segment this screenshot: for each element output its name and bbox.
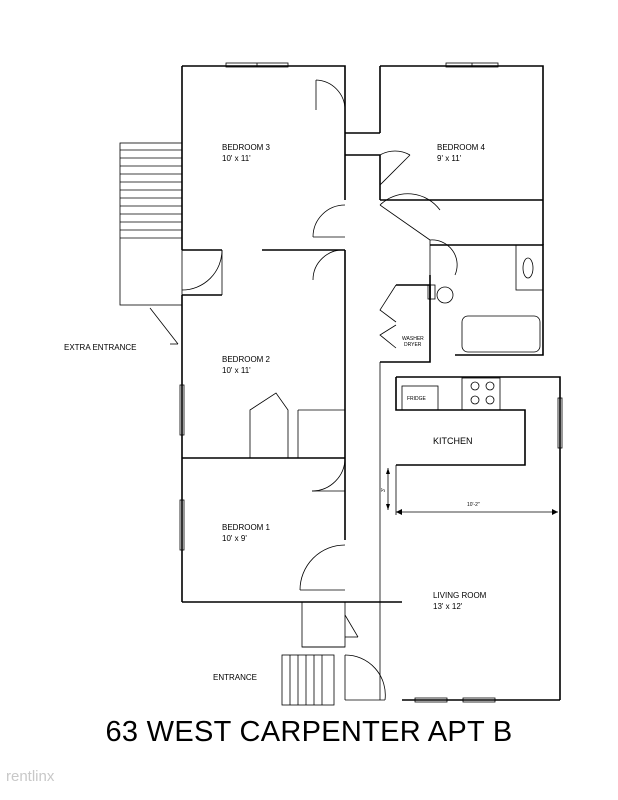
depth-dimension: 3'	[381, 488, 387, 492]
bedroom-1-walls	[179, 457, 402, 603]
front-entrance	[281, 601, 386, 706]
bedroom-2-size: 10' x 11'	[222, 366, 251, 375]
bathroom	[427, 244, 544, 356]
extra-entrance-label: EXTRA ENTRANCE	[64, 343, 136, 352]
bedroom-4-door	[379, 150, 411, 186]
fridge-label: FRIDGE	[407, 396, 427, 402]
width-dimension: 10'-2"	[467, 502, 480, 508]
living-room-size: 13' x 12'	[433, 602, 463, 611]
watermark: rentlinx	[6, 768, 55, 785]
entrance-label: ENTRANCE	[213, 673, 257, 682]
kitchen-name: KITCHEN	[433, 436, 473, 446]
extra-entrance-pointer	[149, 307, 179, 345]
living-room	[386, 465, 560, 703]
bedroom-1-size: 10' x 9'	[222, 534, 247, 543]
bedroom-2-name: BEDROOM 2	[222, 355, 271, 364]
bedroom-1-name: BEDROOM 1	[222, 523, 271, 532]
bedroom-3-walls	[181, 62, 346, 251]
living-room-name: LIVING ROOM	[433, 591, 487, 600]
bedroom-3-name: BEDROOM 3	[222, 143, 271, 152]
bedroom-4-walls	[345, 62, 544, 245]
rear-stairs	[119, 142, 183, 306]
bedroom-3-door	[315, 79, 346, 111]
washer-dryer-closet	[379, 284, 431, 363]
bedroom-3-size: 10' x 11'	[222, 154, 251, 163]
hall-doors	[312, 193, 458, 281]
kitchen	[379, 362, 563, 700]
bedroom-4-size: 9' x 11'	[437, 154, 462, 163]
dryer-label: DRYER	[404, 342, 422, 348]
bedroom-4-name: BEDROOM 4	[437, 143, 486, 152]
property-title: 63 WEST CARPENTER APT B	[105, 716, 513, 748]
bedroom-2-walls	[179, 249, 346, 540]
washer-label: WASHER	[402, 336, 424, 342]
